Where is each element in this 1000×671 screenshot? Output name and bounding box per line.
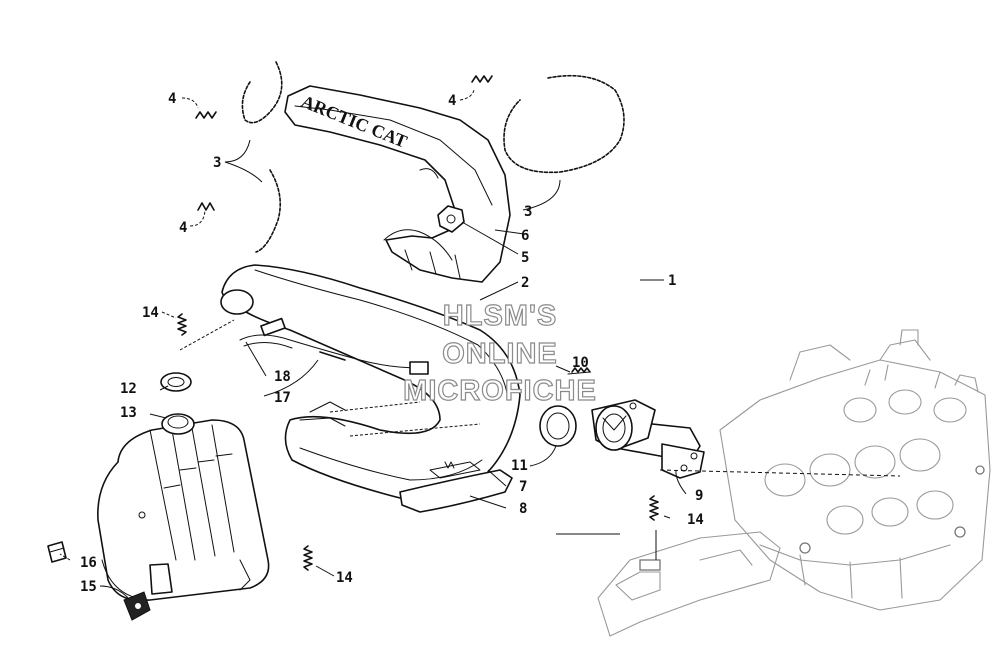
engine-block xyxy=(719,329,991,611)
callout-17: 17 xyxy=(274,390,291,406)
callout-2: 2 xyxy=(521,275,529,291)
muffler xyxy=(97,413,270,602)
expansion-chamber xyxy=(220,264,521,499)
chassis-bracket xyxy=(597,531,781,637)
callout-12: 12 xyxy=(120,381,137,397)
callout-14-left: 14 xyxy=(142,305,159,321)
callout-16: 16 xyxy=(80,555,97,571)
callout-18: 18 xyxy=(274,369,291,385)
heat-shield: ARCTIC CAT xyxy=(284,85,511,283)
sensor-wire xyxy=(239,317,429,375)
exhaust-manifold xyxy=(591,399,705,479)
retainer-chains xyxy=(241,61,625,253)
sensor-bracket-15 xyxy=(123,591,151,621)
leader-lines xyxy=(59,89,901,601)
spring-10 xyxy=(567,367,591,375)
callout-3-left: 3 xyxy=(213,155,221,171)
callout-9: 9 xyxy=(695,488,703,504)
callout-7: 7 xyxy=(519,479,527,495)
pipe-heat-guard xyxy=(399,461,513,513)
callout-8: 8 xyxy=(519,501,527,517)
heat-shield-grommet xyxy=(437,205,465,233)
callout-10: 10 xyxy=(572,355,589,371)
callout-11: 11 xyxy=(511,458,528,474)
callout-14-bottom: 14 xyxy=(336,570,353,586)
callout-15: 15 xyxy=(80,579,97,595)
callout-1: 1 xyxy=(668,273,676,289)
watermark-line-3: MICROFICHE xyxy=(403,375,597,407)
callout-3-right: 3 xyxy=(524,204,532,220)
callout-4-top: 4 xyxy=(448,93,456,109)
bolt-16 xyxy=(47,541,67,563)
watermark-line-1: HLSM'S xyxy=(442,300,558,332)
callout-5: 5 xyxy=(521,250,529,266)
callout-14-right: 14 xyxy=(687,512,704,528)
callout-6: 6 xyxy=(521,228,529,244)
callout-4-top-left: 4 xyxy=(168,91,176,107)
springs-4 xyxy=(195,75,493,211)
callout-4-bottom-left: 4 xyxy=(179,220,187,236)
grommet-12 xyxy=(160,372,192,392)
springs-14 xyxy=(177,313,659,571)
manifold-gasket xyxy=(539,405,577,447)
callout-numbers: 1 2 3 3 4 4 4 5 6 7 8 9 10 11 12 13 14 1… xyxy=(80,91,704,595)
callout-13: 13 xyxy=(120,405,137,421)
watermark-line-2: ONLINE xyxy=(442,338,558,370)
